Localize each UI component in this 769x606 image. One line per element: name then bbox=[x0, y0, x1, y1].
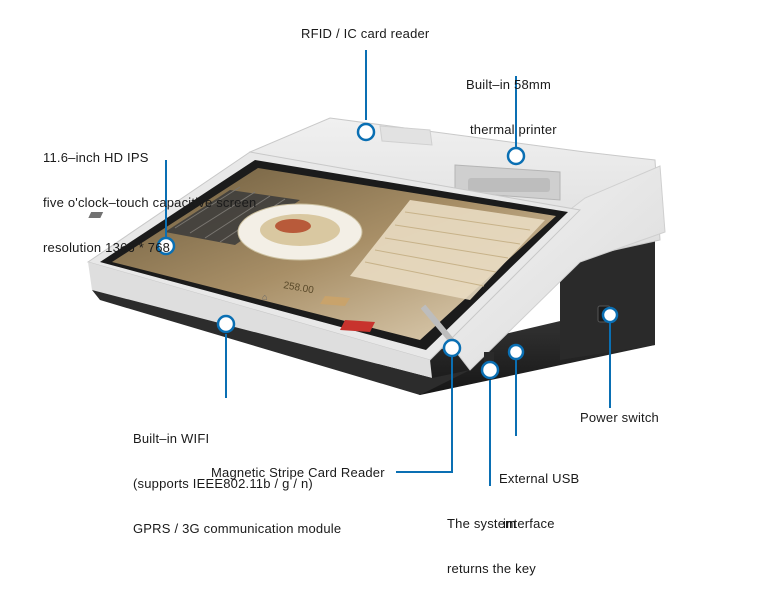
marker-printer bbox=[506, 146, 526, 166]
label-printer-line2: thermal printer bbox=[470, 122, 557, 137]
label-key-line2: returns the key bbox=[447, 561, 536, 576]
marker-rfid bbox=[356, 122, 376, 142]
label-usb-interface: External USB interface bbox=[499, 441, 579, 561]
marker-key bbox=[480, 360, 500, 380]
label-rfid-reader: RFID / IC card reader bbox=[301, 26, 430, 41]
screen-total: 258.00 bbox=[282, 280, 314, 296]
marker-power bbox=[601, 306, 619, 324]
label-screen-line2: five o'clock–touch capacitive screen bbox=[43, 195, 257, 210]
order-button bbox=[320, 296, 350, 306]
label-thermal-printer: Built–in 58mm thermal printer bbox=[466, 47, 557, 167]
marker-screen bbox=[156, 236, 176, 256]
on-screen-keypad bbox=[88, 186, 300, 250]
home-icon: ⌂ bbox=[262, 292, 267, 302]
label-printer-line1: Built–in 58mm bbox=[466, 77, 551, 92]
rfid-pad bbox=[379, 125, 433, 146]
label-wifi: Built–in WIFI (supports IEEE802.11b / g … bbox=[133, 401, 341, 566]
marker-wifi bbox=[216, 314, 236, 334]
marker-usb bbox=[507, 343, 525, 361]
label-screen: 11.6–inch HD IPS five o'clock–touch capa… bbox=[43, 120, 256, 285]
printer-paper-outlet bbox=[468, 178, 550, 192]
front-lip bbox=[88, 262, 432, 378]
label-key-line1: The system bbox=[447, 516, 517, 531]
label-return-key: The system returns the key bbox=[447, 486, 536, 606]
label-screen-line1: 11.6–inch HD IPS bbox=[43, 150, 149, 165]
callout-line-magnetic bbox=[396, 350, 453, 473]
bottom-edge bbox=[92, 290, 470, 395]
key-port bbox=[484, 352, 494, 362]
pos-terminal-diagram: 258.00 ⌂ RF bbox=[43, 26, 666, 576]
label-wifi-line3: GPRS / 3G communication module bbox=[133, 521, 342, 536]
label-screen-line3: resolution 1366 * 768 bbox=[43, 240, 171, 255]
label-magnetic-reader: Magnetic Stripe Card Reader bbox=[211, 465, 385, 480]
pay-button bbox=[340, 320, 375, 332]
marker-magnetic bbox=[442, 338, 462, 358]
label-usb-line2: interface bbox=[503, 516, 555, 531]
label-wifi-line1: Built–in WIFI bbox=[133, 431, 210, 446]
device-illustration: 258.00 ⌂ bbox=[86, 50, 666, 486]
label-wifi-line2: (supports IEEE802.11b / g / n) bbox=[133, 476, 313, 491]
label-power-switch: Power switch bbox=[580, 410, 659, 425]
label-usb-line1: External USB bbox=[499, 471, 580, 486]
